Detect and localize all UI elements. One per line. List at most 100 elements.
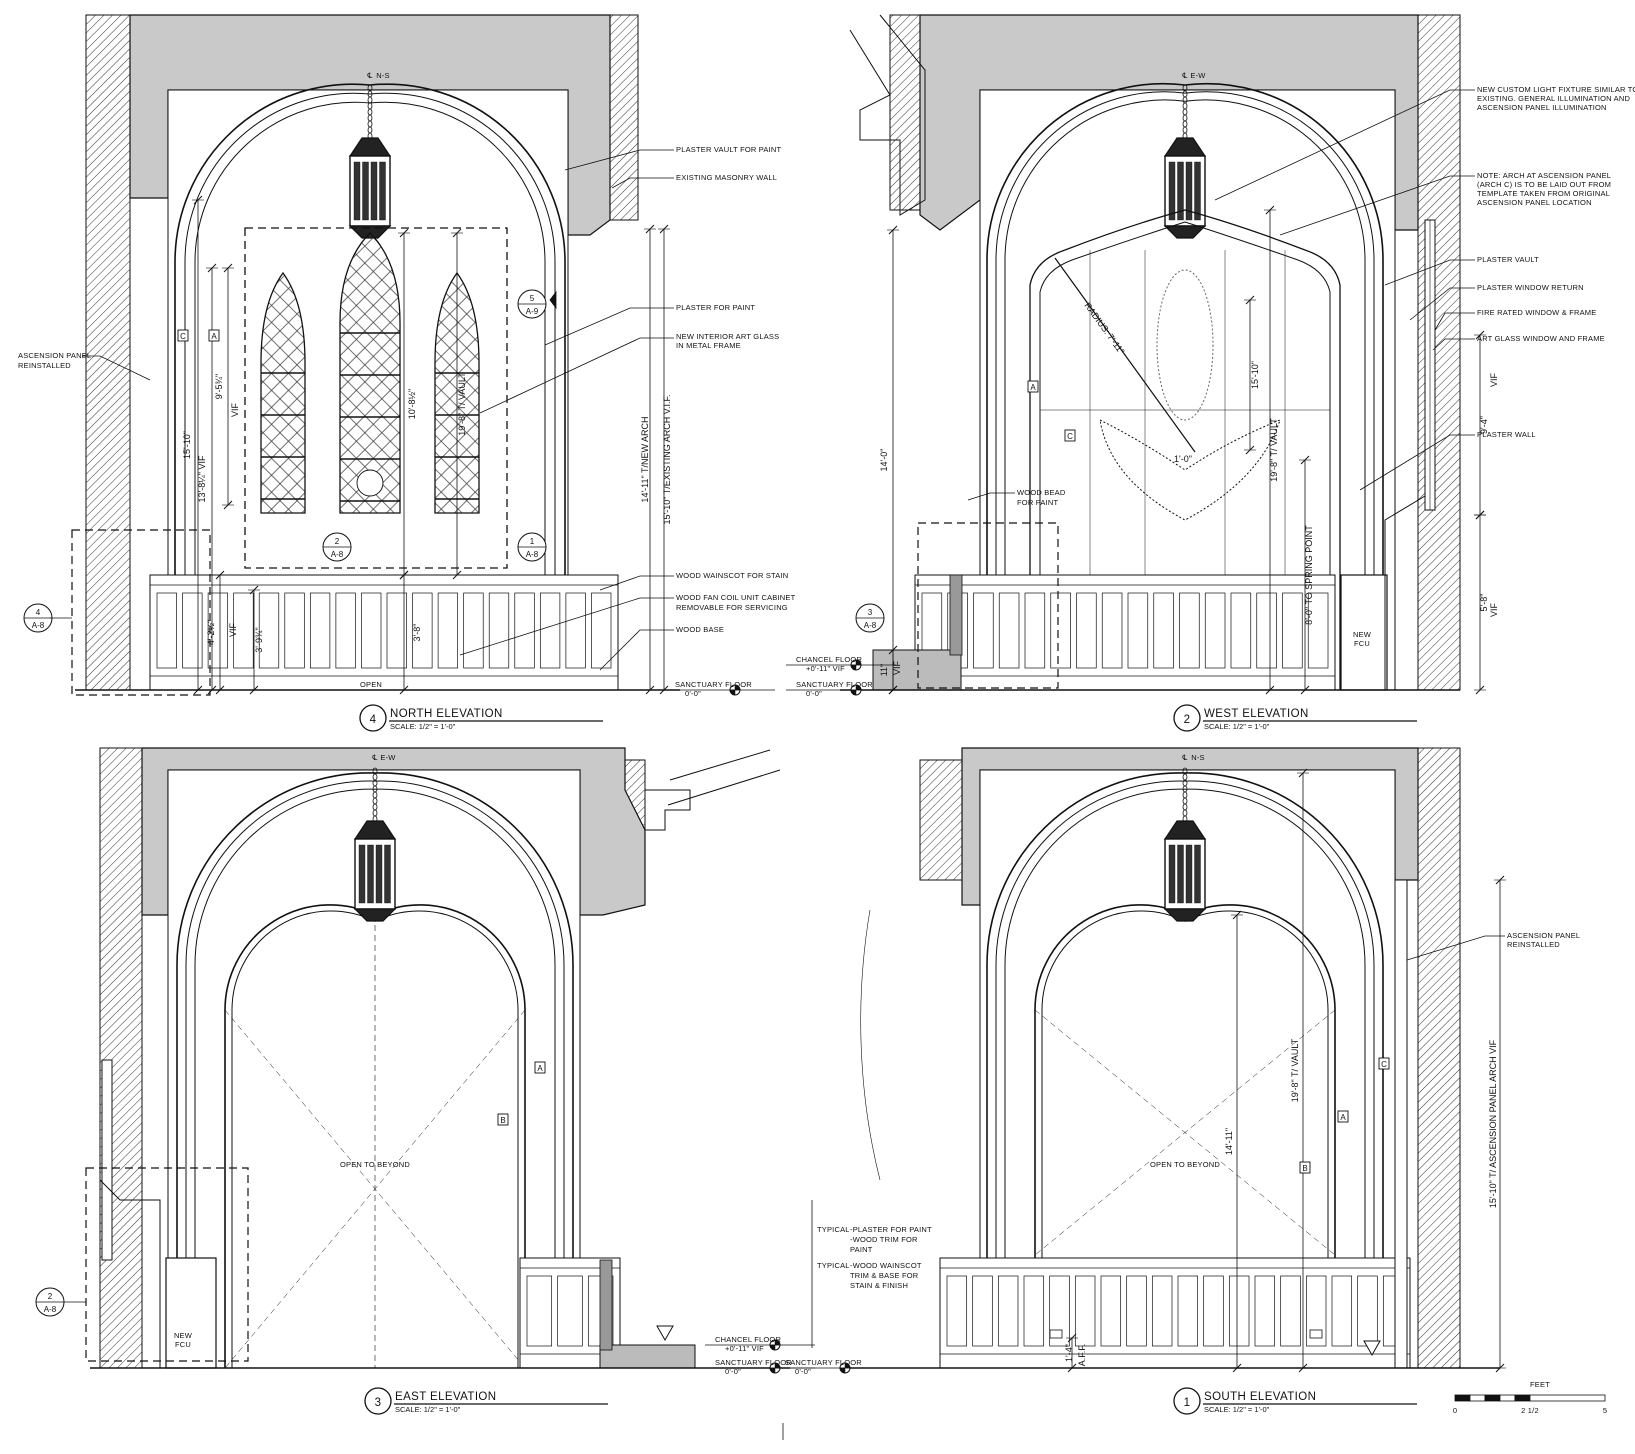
wainscot-panel (1049, 1275, 1070, 1347)
wainscot-panel (1050, 592, 1071, 669)
dimension-label: 3'-8" (412, 624, 422, 642)
drawing-line (667, 769, 781, 806)
ascension-panel-frame (1394, 879, 1408, 1369)
dimension-label: 10'-8½" (407, 389, 417, 419)
section-bubble-number: 4 (36, 608, 41, 617)
scale-bar-segment (1484, 1394, 1501, 1402)
element-tag (534, 1061, 546, 1074)
drawing-note: WOOD WAINSCOT FOR STAIN (676, 571, 788, 580)
wainscot-panel (946, 1275, 968, 1347)
drawing-note: NEW (174, 1331, 193, 1340)
wainscot-panel (526, 1275, 553, 1347)
wainscot-panel (386, 592, 407, 669)
wainscot-panel (565, 592, 586, 669)
elevation-number: 2 (1184, 714, 1191, 726)
drawing-note: NOTE: ARCH AT ASCENSION PANEL (1477, 171, 1611, 180)
drawing-note: WOOD BEAD (1017, 488, 1066, 497)
section-bubble-number: 3 (868, 608, 873, 617)
dimension-label: 4'-2½" (206, 620, 216, 645)
masonry-cornice (645, 789, 691, 831)
wainscot-panel (1153, 592, 1174, 669)
drawing-note: TEMPLATE TAKEN FROM ORIGINAL (1477, 189, 1610, 198)
drawing-note: REMOVABLE FOR SERVICING (676, 603, 788, 612)
dimension-label: 15'-10" T/ ASCENSION PANEL ARCH VIF (1488, 1039, 1498, 1208)
chandelier-icon (1177, 161, 1184, 221)
elevation-number-circle (1173, 704, 1201, 732)
chandelier-icon (348, 225, 392, 239)
wainscot-panel (182, 592, 203, 669)
wood-wainscot (939, 1257, 1411, 1369)
wainscot-panel (1127, 592, 1149, 669)
dimension-label: 1'-4" (1064, 1344, 1074, 1362)
wainscot-panel (1256, 592, 1277, 669)
wainscot-panel (463, 592, 484, 669)
leader-line (479, 337, 674, 414)
open-diagonal (1034, 1009, 1336, 1256)
wainscot-panel (1100, 1275, 1122, 1347)
wainscot-panel (1177, 1275, 1199, 1347)
chandelier-icon (358, 844, 366, 904)
wainscot-panel (1331, 1275, 1353, 1347)
chancel-step (872, 649, 962, 691)
drawing-note: PLASTER WALL (1477, 430, 1536, 439)
window-medallion (356, 469, 384, 497)
scale-bar-segment (1469, 1394, 1486, 1402)
dimension-label: VIF (228, 623, 238, 638)
drawing-note: (ARCH C) IS TO BE LAID OUT FROM (1477, 180, 1611, 189)
centerline-label: N-S (1191, 753, 1205, 762)
centerline-symbol: ℄ (1181, 71, 1188, 80)
wainscot-panel (1230, 592, 1252, 669)
drawing-note: TYPICAL (817, 1225, 850, 1234)
elevation-number-circle (1173, 1387, 1201, 1415)
drawing-note: NEW (1353, 630, 1372, 639)
element-tag (208, 329, 220, 342)
element-tag (497, 1113, 509, 1126)
floor-level-value: 0'-0" (725, 1367, 741, 1376)
drawing-note: ASCENSION PANEL ILLUMINATION (1477, 103, 1607, 112)
scale-bar-tick: 0 (1453, 1406, 1457, 1415)
element-tag (1378, 1057, 1390, 1070)
floor-level-value: +0'-11" VIF (725, 1344, 764, 1353)
drawing-note: -PLASTER FOR PAINT (850, 1225, 932, 1234)
wainscot-panel (997, 1275, 1019, 1347)
scale-bar-tick: 5 (1603, 1406, 1607, 1415)
drawing-note: -WOOD WAINSCOT (850, 1261, 922, 1270)
wainscot-panel (335, 592, 356, 669)
drawing-note: FOR PAINT (1017, 498, 1058, 507)
chandelier-icon (1194, 844, 1201, 904)
masonry-wall-hatch (1417, 14, 1461, 691)
dimension-label: 11" (879, 664, 889, 677)
floor-level-label: CHANCEL FLOOR (796, 655, 862, 664)
elevation-scale: SCALE: 1/2" = 1'-0" (395, 1405, 461, 1414)
dimension-label: 15'-10" T/EXISTING ARCH V.I.F. (662, 395, 672, 525)
dimension-label: 14'-11" T/NEW ARCH (640, 416, 650, 502)
scale-bar-segment (1454, 1394, 1471, 1402)
wainscot-panel (972, 1275, 993, 1347)
masonry-wall-hatch (919, 759, 963, 881)
floor-level-label: SANCTUARY FLOOR (796, 680, 873, 689)
dimension-label: 19'-8" T/ VAULT (1290, 1038, 1300, 1102)
art-glass-panel-outline (244, 227, 508, 569)
ascension-figure (1156, 269, 1214, 421)
dimension-label: 3'-9¾" (254, 627, 264, 652)
chandelier-icon (1163, 908, 1207, 922)
section-bubble-number: 2 (48, 1292, 53, 1301)
fcu-cabinet (1340, 574, 1388, 691)
chandelier-icon (1163, 225, 1207, 239)
scale-bar-unit: FEET (1530, 1380, 1550, 1389)
drawing-note: WOOD BASE (676, 625, 724, 634)
section-bubble-sheet: A-8 (32, 621, 45, 630)
chandelier-icon (1185, 844, 1193, 904)
revision-triangle (656, 1325, 674, 1342)
wainscot-panel (1204, 592, 1226, 669)
floor-level-value: +0'-11" VIF (806, 664, 845, 673)
drawing-note: PLASTER WINDOW RETURN (1477, 283, 1584, 292)
dimension-label: A.F.F. (1077, 1344, 1087, 1367)
drawing-note: OPEN TO BEYOND (340, 1160, 410, 1169)
radius-line (1054, 257, 1196, 453)
leader-line (1214, 89, 1475, 201)
wainscot-panel (1254, 1275, 1276, 1347)
drawing-note: PAINT (850, 1245, 873, 1254)
